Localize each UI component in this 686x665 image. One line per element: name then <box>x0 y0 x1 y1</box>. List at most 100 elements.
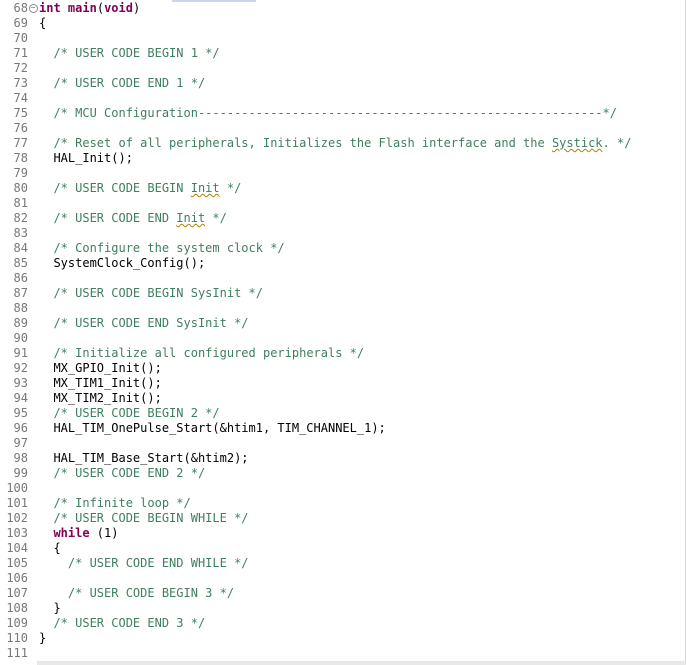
code-line[interactable]: 109 /* USER CODE END 3 */ <box>0 616 686 631</box>
code-line[interactable]: 69{ <box>0 16 686 31</box>
code-line[interactable]: 88 <box>0 301 686 316</box>
code-text[interactable] <box>38 226 39 241</box>
code-line[interactable]: 72 <box>0 61 686 76</box>
code-text[interactable]: MX_TIM2_Init(); <box>38 391 161 406</box>
code-line[interactable]: 70 <box>0 31 686 46</box>
code-line[interactable]: 97 <box>0 436 686 451</box>
code-text[interactable]: { <box>38 541 60 556</box>
code-line[interactable]: 86 <box>0 271 686 286</box>
comment-token: /* USER CODE END SysInit */ <box>53 316 249 330</box>
code-text[interactable] <box>38 331 39 346</box>
code-line[interactable]: 107 /* USER CODE BEGIN 3 */ <box>0 586 686 601</box>
code-text[interactable] <box>38 121 39 136</box>
code-line[interactable]: 103 while (1) <box>0 526 686 541</box>
code-line[interactable]: 83 <box>0 226 686 241</box>
code-text[interactable]: /* Configure the system clock */ <box>38 241 284 256</box>
code-line[interactable]: 82 /* USER CODE END Init */ <box>0 211 686 226</box>
code-line[interactable]: 68−int main(void) <box>0 1 686 16</box>
horizontal-scrollbar[interactable] <box>37 661 686 665</box>
code-line[interactable]: 84 /* Configure the system clock */ <box>0 241 686 256</box>
code-text[interactable]: HAL_Init(); <box>38 151 132 166</box>
code-line[interactable]: 108 } <box>0 601 686 616</box>
code-text[interactable] <box>38 301 39 316</box>
code-line[interactable]: 100 <box>0 481 686 496</box>
fold-collapse-icon[interactable]: − <box>28 4 38 13</box>
code-text[interactable] <box>38 271 39 286</box>
code-text[interactable]: int main(void) <box>38 1 140 16</box>
code-line[interactable]: 85 SystemClock_Config(); <box>0 256 686 271</box>
code-text[interactable]: /* MCU Configuration--------------------… <box>38 106 617 121</box>
comment-token: /* Initialize all configured peripherals… <box>53 346 365 360</box>
code-line[interactable]: 78 HAL_Init(); <box>0 151 686 166</box>
code-line[interactable]: 81 <box>0 196 686 211</box>
line-number: 94 <box>13 391 28 405</box>
code-line[interactable]: 77 /* Reset of all peripherals, Initiali… <box>0 136 686 151</box>
code-line[interactable]: 99 /* USER CODE END 2 */ <box>0 466 686 481</box>
fold-gutter <box>28 16 38 31</box>
code-text[interactable] <box>38 196 39 211</box>
code-line[interactable]: 105 /* USER CODE END WHILE */ <box>0 556 686 571</box>
code-text[interactable]: /* USER CODE END 3 */ <box>38 616 205 631</box>
code-text[interactable] <box>38 436 39 451</box>
code-text[interactable]: HAL_TIM_OnePulse_Start(&htim1, TIM_CHANN… <box>38 421 385 436</box>
fold-gutter <box>28 286 38 301</box>
code-line[interactable]: 93 MX_TIM1_Init(); <box>0 376 686 391</box>
code-token <box>39 286 53 300</box>
code-text[interactable]: HAL_TIM_Base_Start(&htim2); <box>38 451 248 466</box>
code-text[interactable] <box>38 571 39 586</box>
code-line[interactable]: 94 MX_TIM2_Init(); <box>0 391 686 406</box>
code-text[interactable]: /* USER CODE BEGIN 1 */ <box>38 46 219 61</box>
code-text[interactable]: /* USER CODE BEGIN 2 */ <box>38 406 219 421</box>
code-line[interactable]: 91 /* Initialize all configured peripher… <box>0 346 686 361</box>
code-line[interactable]: 96 HAL_TIM_OnePulse_Start(&htim1, TIM_CH… <box>0 421 686 436</box>
code-text[interactable] <box>38 166 39 181</box>
code-text[interactable]: } <box>38 631 46 646</box>
code-line[interactable]: 101 /* Infinite loop */ <box>0 496 686 511</box>
code-line[interactable]: 74 <box>0 91 686 106</box>
code-text[interactable]: MX_GPIO_Init(); <box>38 361 161 376</box>
code-text[interactable]: /* USER CODE END Init */ <box>38 211 226 226</box>
code-line[interactable]: 110} <box>0 631 686 646</box>
code-line[interactable]: 71 /* USER CODE BEGIN 1 */ <box>0 46 686 61</box>
code-line[interactable]: 95 /* USER CODE BEGIN 2 */ <box>0 406 686 421</box>
code-line[interactable]: 92 MX_GPIO_Init(); <box>0 361 686 376</box>
code-line[interactable]: 111 <box>0 646 686 661</box>
code-text[interactable] <box>38 61 39 76</box>
code-line[interactable]: 87 /* USER CODE BEGIN SysInit */ <box>0 286 686 301</box>
code-text[interactable] <box>38 31 39 46</box>
code-text[interactable]: /* USER CODE BEGIN WHILE */ <box>38 511 248 526</box>
code-text[interactable] <box>38 646 39 661</box>
code-line[interactable]: 102 /* USER CODE BEGIN WHILE */ <box>0 511 686 526</box>
code-text[interactable]: /* Infinite loop */ <box>38 496 190 511</box>
code-text[interactable]: /* USER CODE BEGIN 3 */ <box>38 586 234 601</box>
code-text[interactable]: MX_TIM1_Init(); <box>38 376 161 391</box>
code-text[interactable] <box>38 481 39 496</box>
code-text[interactable]: /* USER CODE END WHILE */ <box>38 556 249 571</box>
code-text[interactable] <box>38 91 39 106</box>
code-line[interactable]: 89 /* USER CODE END SysInit */ <box>0 316 686 331</box>
code-text[interactable]: /* USER CODE BEGIN Init */ <box>38 181 241 196</box>
code-text[interactable]: /* Initialize all configured peripherals… <box>38 346 364 361</box>
line-number: 100 <box>6 481 28 495</box>
code-line[interactable]: 98 HAL_TIM_Base_Start(&htim2); <box>0 451 686 466</box>
code-text[interactable]: /* USER CODE END 1 */ <box>38 76 205 91</box>
code-text[interactable]: /* Reset of all peripherals, Initializes… <box>38 136 631 151</box>
code-text[interactable]: SystemClock_Config(); <box>38 256 205 271</box>
code-line[interactable]: 73 /* USER CODE END 1 */ <box>0 76 686 91</box>
code-line[interactable]: 90 <box>0 331 686 346</box>
code-text[interactable]: /* USER CODE BEGIN SysInit */ <box>38 286 263 301</box>
code-text[interactable]: } <box>38 601 60 616</box>
code-line[interactable]: 75 /* MCU Configuration-----------------… <box>0 106 686 121</box>
code-text[interactable]: while (1) <box>38 526 118 541</box>
code-line[interactable]: 80 /* USER CODE BEGIN Init */ <box>0 181 686 196</box>
code-text[interactable]: /* USER CODE END 2 */ <box>38 466 205 481</box>
code-text[interactable]: /* USER CODE END SysInit */ <box>38 316 249 331</box>
code-line[interactable]: 76 <box>0 121 686 136</box>
code-token <box>39 346 53 360</box>
code-line[interactable]: 106 <box>0 571 686 586</box>
code-line[interactable]: 104 { <box>0 541 686 556</box>
code-line[interactable]: 79 <box>0 166 686 181</box>
code-text[interactable]: { <box>38 16 46 31</box>
